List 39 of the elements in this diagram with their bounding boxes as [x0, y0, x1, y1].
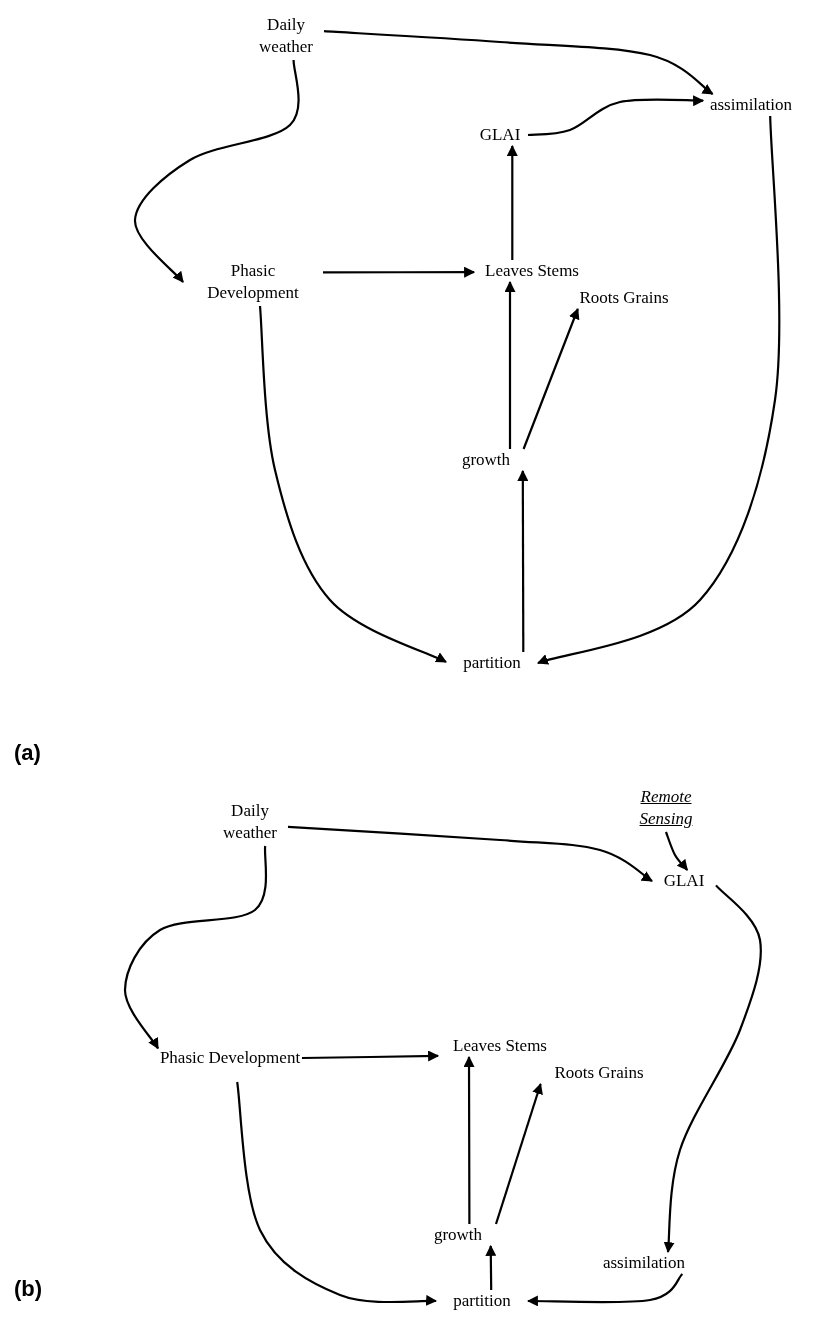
arrow [663, 884, 762, 1254]
node-label: assimilation [703, 94, 799, 116]
node-label: partition [446, 652, 538, 674]
arrow [258, 305, 447, 663]
node-label: Daily weather [248, 12, 324, 60]
arrow [323, 266, 476, 278]
node-label: Leaves Stems [474, 260, 590, 282]
arrow [522, 308, 580, 450]
panel-label: (b) [14, 1276, 43, 1302]
arrow [463, 1055, 475, 1224]
node-label: GLAI [472, 124, 528, 146]
panel-label: (a) [14, 740, 41, 766]
node-label: Leaves Stems [438, 1035, 562, 1057]
node-label: assimilation [596, 1252, 692, 1274]
node-label: partition [436, 1290, 528, 1312]
arrow [287, 825, 653, 882]
arrow [133, 59, 300, 283]
node-label: Roots Grains [556, 287, 692, 309]
arrow [302, 1050, 440, 1062]
arrow [527, 95, 705, 137]
node-label: Daily weather [212, 798, 288, 846]
node-label: Phasic Development [158, 1034, 302, 1082]
node-label: growth [446, 449, 526, 471]
arrow [485, 1244, 497, 1290]
arrow [517, 469, 529, 652]
node-label: Phasic Development [183, 258, 323, 306]
arrow [664, 831, 688, 871]
arrow [123, 845, 268, 1050]
node-label: Roots Grains [526, 1062, 672, 1084]
arrow [526, 1273, 684, 1307]
arrow [536, 115, 781, 666]
arrow [494, 1082, 543, 1225]
node-label: growth [420, 1224, 496, 1246]
node-label: Remote Sensing [618, 784, 714, 832]
arrow [323, 30, 714, 95]
arrow [236, 1081, 438, 1307]
arrow [504, 280, 516, 449]
arrow [506, 144, 518, 260]
node-label: GLAI [652, 870, 716, 892]
